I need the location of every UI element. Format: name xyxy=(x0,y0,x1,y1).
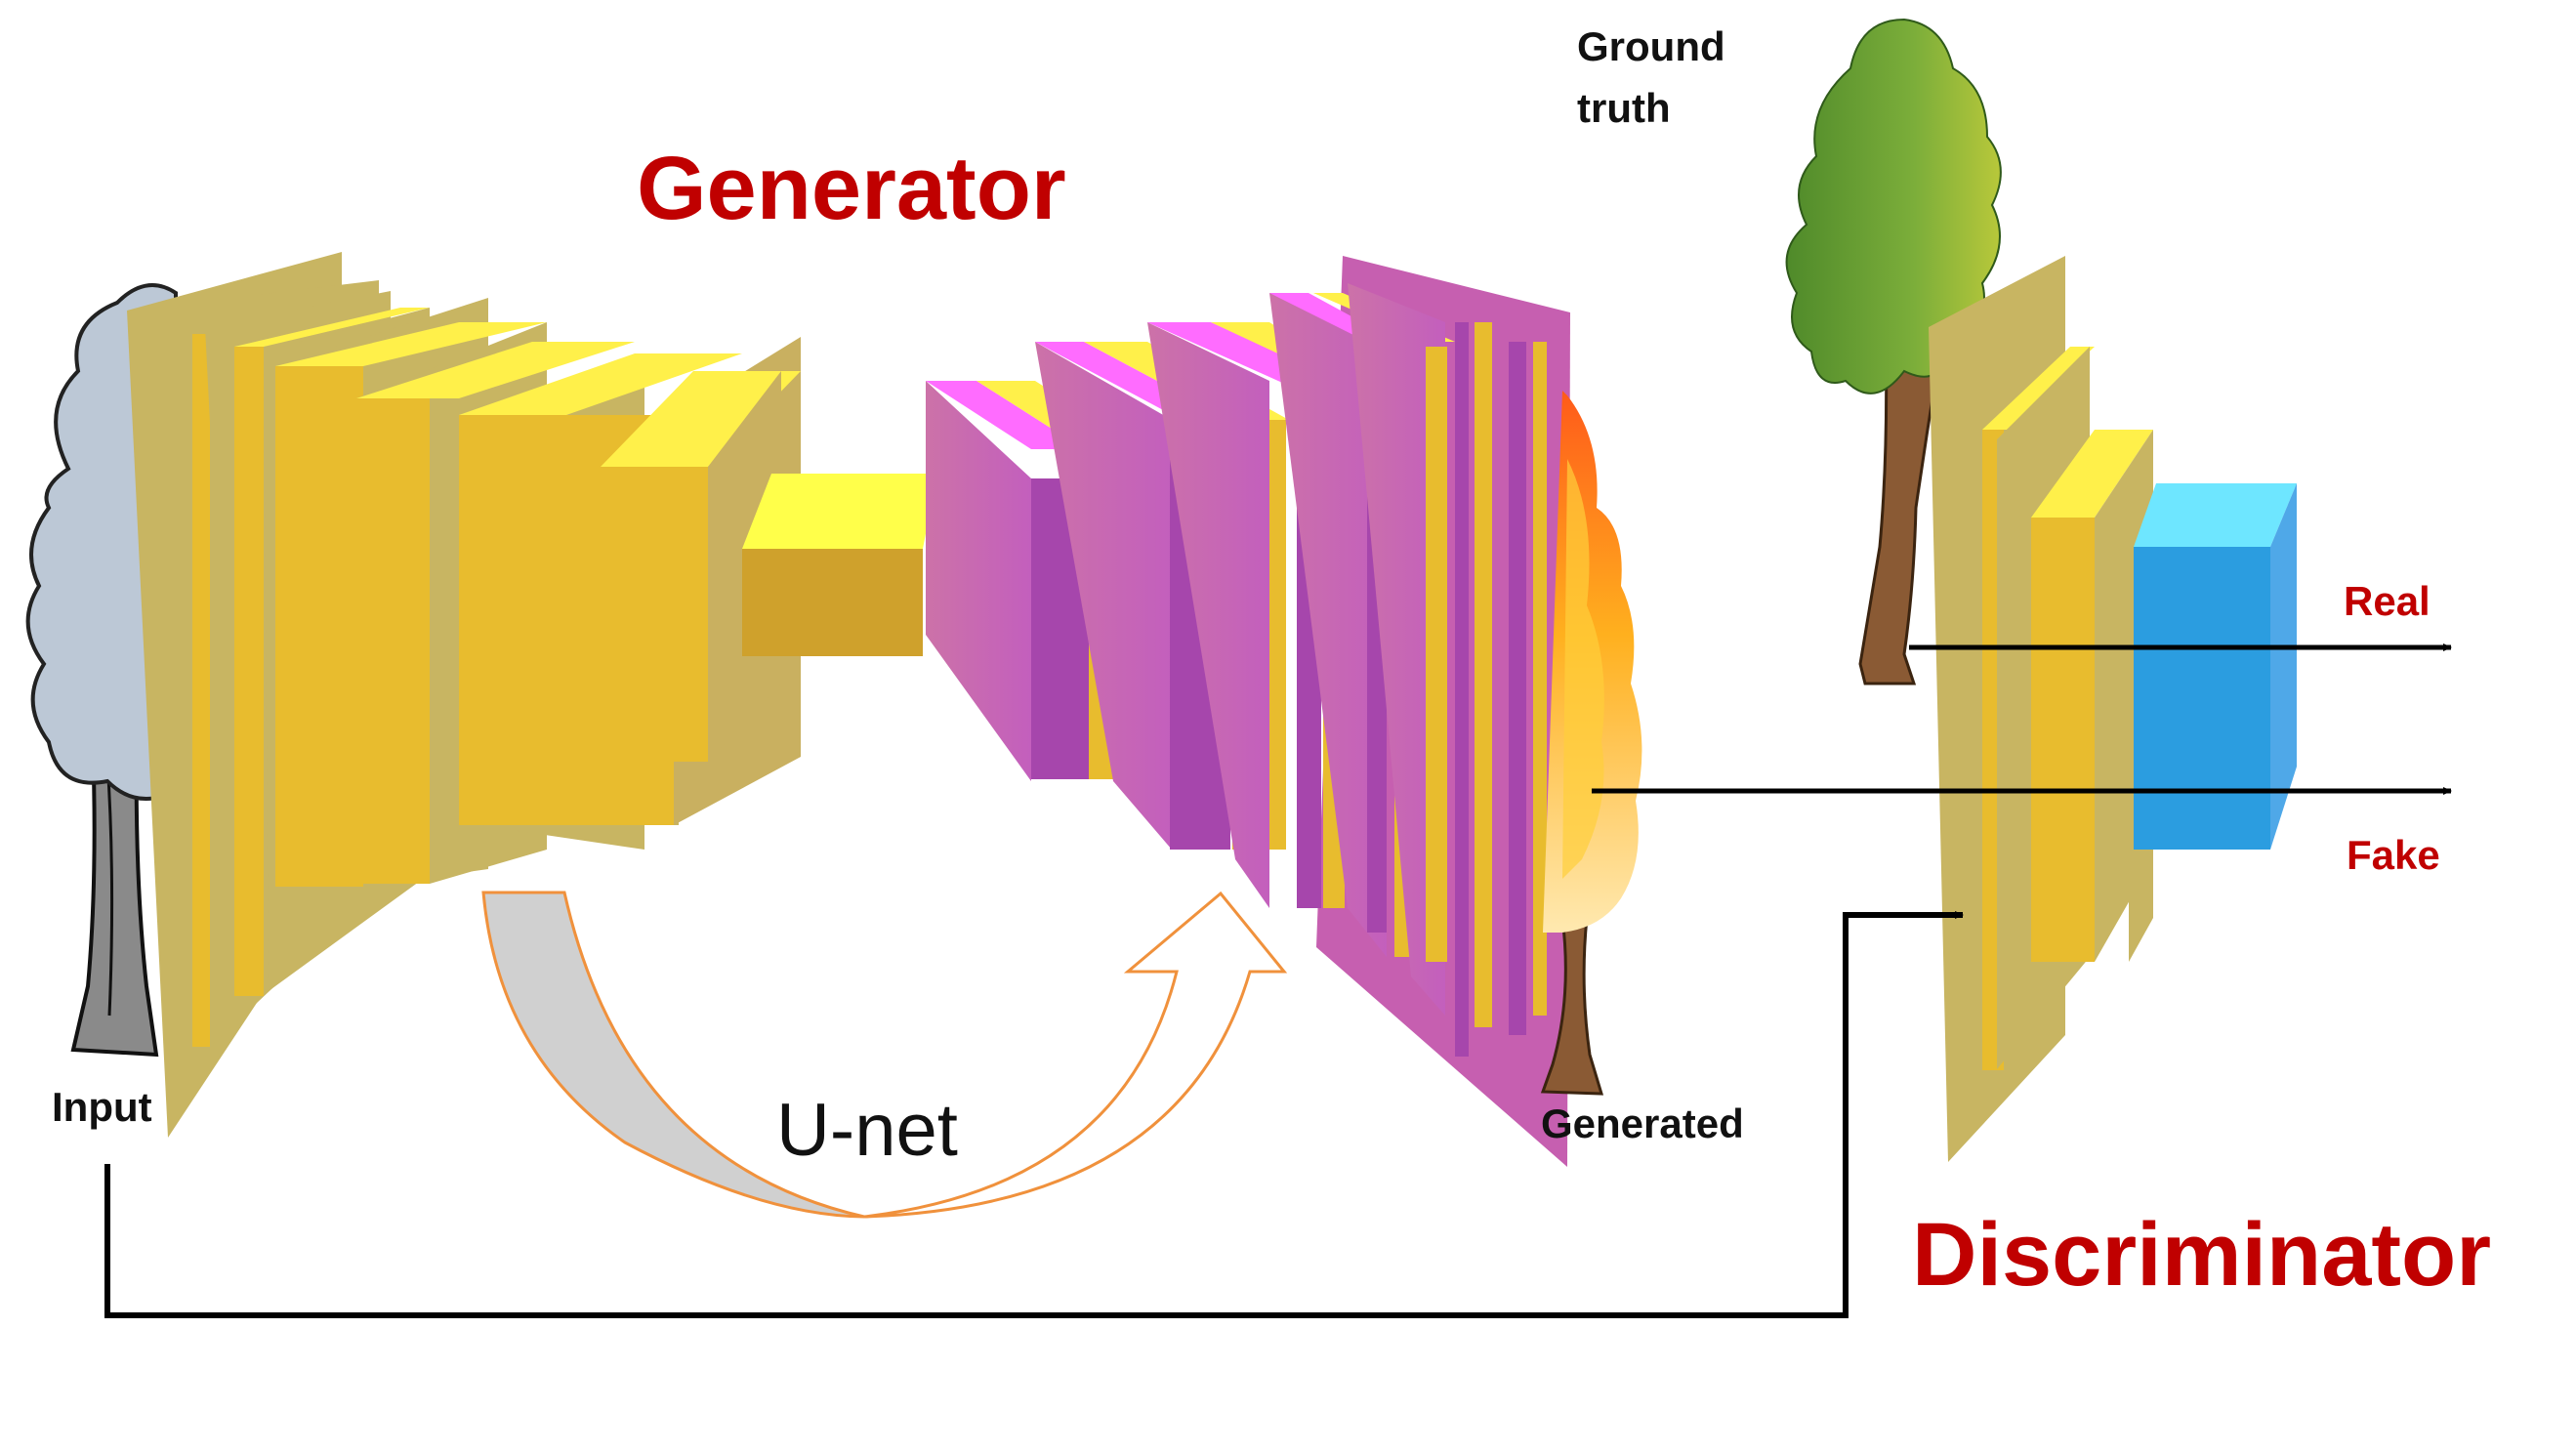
fake-label: Fake xyxy=(2347,832,2440,878)
encoder-blocks xyxy=(127,252,801,1138)
connector-lines xyxy=(104,643,2452,1318)
unet-label: U-net xyxy=(776,1089,958,1172)
discriminator-title: Discriminator xyxy=(1912,1205,2491,1305)
ground-truth-label-line2: truth xyxy=(1577,85,1671,131)
real-label: Real xyxy=(2344,578,2431,624)
skip-connection-arrow xyxy=(481,891,1288,1219)
ground-truth-label-line1: Ground xyxy=(1577,23,1725,69)
bottleneck-block xyxy=(742,474,937,656)
discriminator-blocks xyxy=(1929,256,2297,1162)
input-label: Input xyxy=(52,1084,152,1130)
green-tree-icon xyxy=(1785,18,2002,685)
generated-label: Generated xyxy=(1541,1100,1744,1146)
decoder-blocks xyxy=(926,256,1570,1167)
flaming-tree-icon xyxy=(1540,391,1642,1096)
generator-title: Generator xyxy=(637,139,1066,238)
